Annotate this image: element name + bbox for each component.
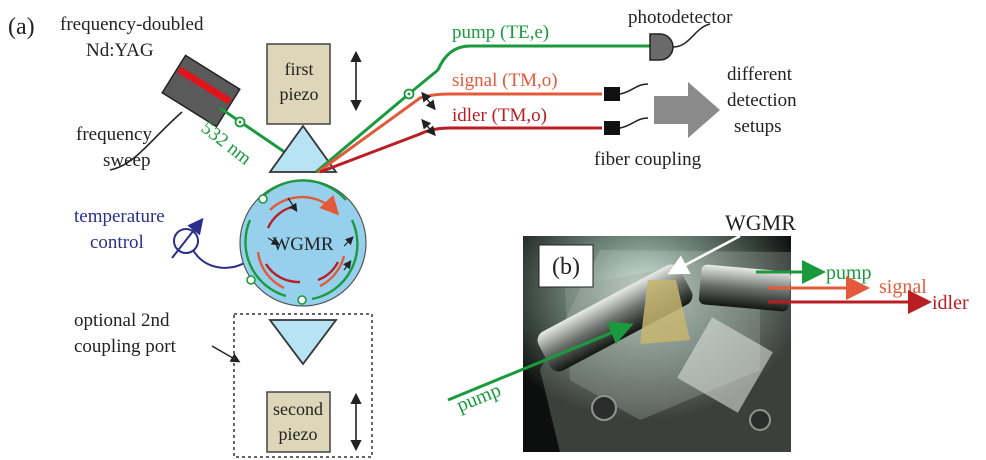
panel-b-label-box (538, 244, 594, 288)
optional-port-line2: coupling port (74, 336, 177, 357)
optional-port-box (233, 313, 373, 458)
photo-pump-out-label: pump (826, 262, 872, 284)
pump-beam-label: pump (TE,e) (452, 22, 549, 43)
pump-out-beam-1 (315, 86, 417, 174)
temperature-lead (192, 249, 247, 269)
laser-head (161, 54, 241, 128)
sweep-label-line1: frequency (76, 124, 152, 145)
pump-out-beam-2 (436, 44, 650, 71)
panel-b: (b) WGMR pump pump signal idler (447, 210, 969, 452)
detection-label-line2: detection (727, 90, 797, 111)
sweep-label-line2: sweep (103, 150, 150, 171)
laser-label-line1: frequency-doubled (60, 14, 204, 35)
photo-input-pump-arrow (447, 321, 634, 402)
first-piezo-line2: piezo (280, 84, 319, 104)
idler-fiber-coupler (604, 121, 620, 135)
second-piezo-line1: second (273, 399, 323, 419)
signal-fiber-coupler (604, 87, 620, 101)
laser-label-line2: Nd:YAG (86, 40, 154, 61)
second-piezo-line2: piezo (279, 424, 318, 444)
fiber-coupling-label: fiber coupling (594, 149, 702, 170)
polarization-arrow-2 (421, 118, 436, 137)
first-piezo-line1: first (285, 59, 314, 79)
temperature-label-line1: temperature (74, 206, 165, 227)
photo-signal-label: signal (879, 276, 927, 298)
polarization-arrow-1 (421, 91, 436, 111)
sweep-cable (109, 111, 183, 171)
photodetector-label: photodetector (628, 7, 733, 28)
photo-resonator-mount (640, 280, 690, 344)
wgmr-pointer-arrow (667, 234, 741, 275)
top-coupling-prism (268, 124, 338, 173)
optional-port-line1: optional 2nd (74, 310, 170, 331)
wgmr-photo-label: WGMR (725, 210, 796, 235)
photodetector-icon (649, 33, 674, 61)
bottom-coupling-prism (268, 319, 338, 366)
detection-arrow (654, 82, 720, 138)
photo-idler-label: idler (932, 292, 969, 314)
panel-a: (a) frequency-doubled Nd:YAG frequency s… (8, 7, 797, 458)
detection-label-line1: different (727, 64, 793, 85)
panel-b-label: (b) (552, 254, 580, 280)
wgmr-label: WGMR (272, 234, 334, 255)
photo-pump-in-label: pump (454, 379, 504, 416)
idler-beam-label: idler (TM,o) (452, 105, 547, 126)
panel-a-label: (a) (8, 14, 35, 40)
signal-beam-label: signal (TM,o) (452, 70, 558, 91)
detection-label-line3: setups (734, 116, 782, 137)
photo-fiber-holder (698, 264, 792, 312)
second-piezo (266, 391, 331, 453)
thermistor-icon (173, 228, 199, 254)
first-piezo (266, 43, 331, 125)
temperature-label-line2: control (90, 232, 144, 253)
